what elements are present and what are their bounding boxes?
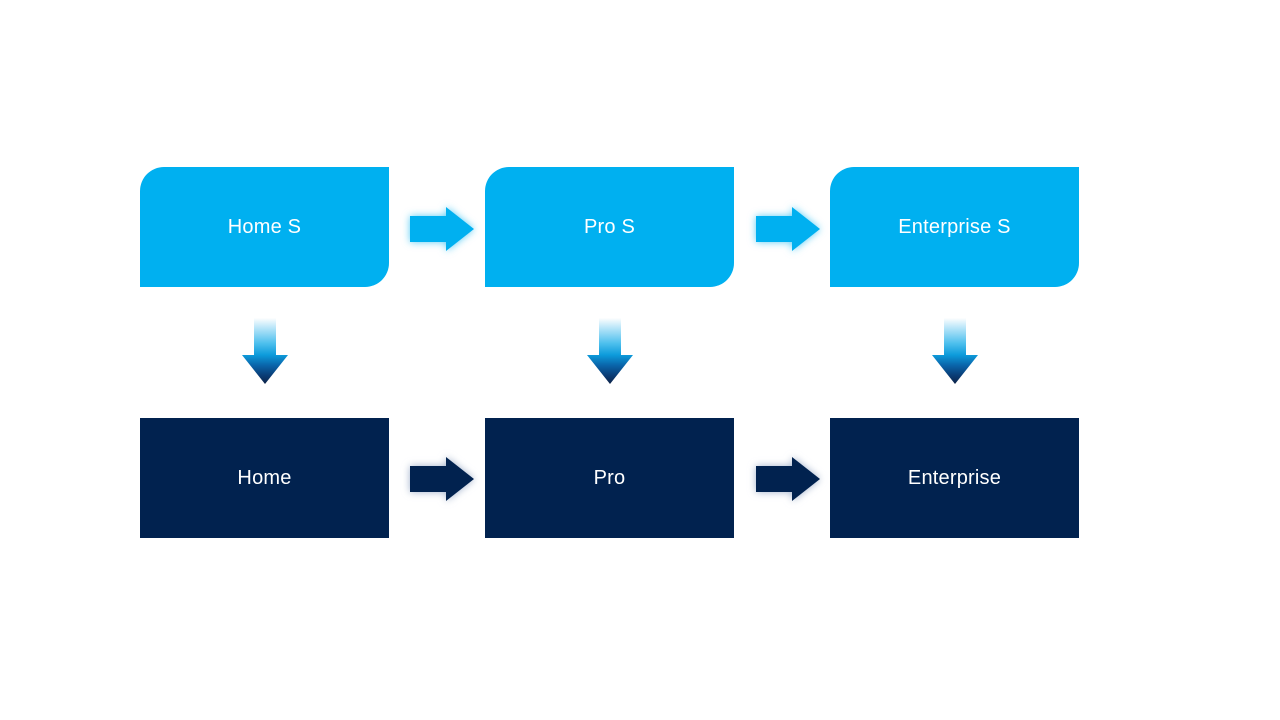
arrow-right-icon	[410, 207, 474, 251]
node-pro: Pro	[485, 418, 734, 538]
node-enterprise-s-label: Enterprise S	[898, 215, 1011, 238]
node-home: Home	[140, 418, 389, 538]
node-home-label: Home	[237, 466, 292, 489]
arrow-down-icon	[587, 318, 633, 384]
arrow-right-icon	[756, 457, 820, 501]
node-pro-s: Pro S	[485, 167, 734, 287]
arrow-down-icon	[932, 318, 978, 384]
node-enterprise-s: Enterprise S	[830, 167, 1079, 287]
node-home-s: Home S	[140, 167, 389, 287]
node-enterprise: Enterprise	[830, 418, 1079, 538]
node-enterprise-label: Enterprise	[907, 466, 1002, 489]
arrow-right-icon	[756, 207, 820, 251]
node-pro-label: Pro	[593, 466, 626, 489]
arrow-down-icon	[242, 318, 288, 384]
node-pro-s-label: Pro S	[583, 215, 636, 238]
arrow-right-icon	[410, 457, 474, 501]
node-home-s-label: Home S	[227, 215, 302, 238]
